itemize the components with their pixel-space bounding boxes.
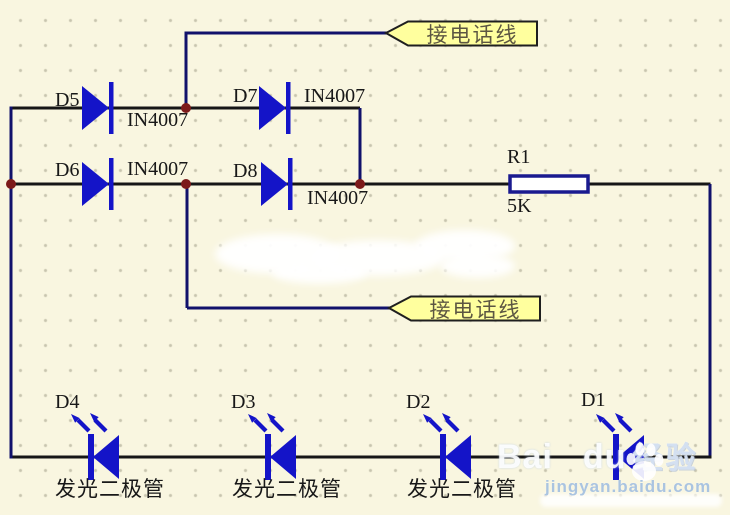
junction-dot [6,179,16,189]
port-banner-bottom [386,295,541,322]
led-d4-ref: D4 [55,391,80,413]
watermark-backdrop [540,494,722,507]
led-d1-symbol [596,413,644,480]
diode-d6-part: IN4007 [127,158,189,180]
led-d3-ref: D3 [231,391,256,413]
diode-d6-ref: D6 [55,159,80,181]
led-d1-ref: D1 [581,389,606,411]
resistor-r1-value: 5K [507,195,532,217]
port-label-top: 接电话线 [426,23,519,47]
diode-d6-symbol [82,158,114,210]
diode-d5-ref: D5 [55,89,80,111]
junction-dot [355,179,365,189]
diode-d8-part: IN4007 [307,187,369,209]
led-d4-type: 发光二极管 [55,477,165,501]
diode-d8-ref: D8 [233,160,258,182]
diode-d5-symbol [82,82,114,134]
junction-dot [181,179,191,189]
led-d3-symbol [248,413,296,480]
led-d2-type: 发光二极管 [407,477,517,501]
diode-d7-ref: D7 [233,85,258,107]
led-d2-symbol [423,413,471,480]
junction-dot [181,103,191,113]
resistor-r1-symbol [508,174,590,194]
resistor-r1-ref: R1 [507,146,531,168]
diode-d7-part: IN4007 [304,85,366,107]
diode-d8-symbol [261,158,293,210]
led-d2-ref: D2 [406,391,431,413]
diode-d5-part: IN4007 [127,109,189,131]
led-d3-type: 发光二极管 [232,477,342,501]
diode-d7-symbol [259,82,291,134]
led-d4-symbol [71,413,119,480]
port-label-bottom: 接电话线 [429,298,522,322]
port-banner-top [383,20,538,47]
